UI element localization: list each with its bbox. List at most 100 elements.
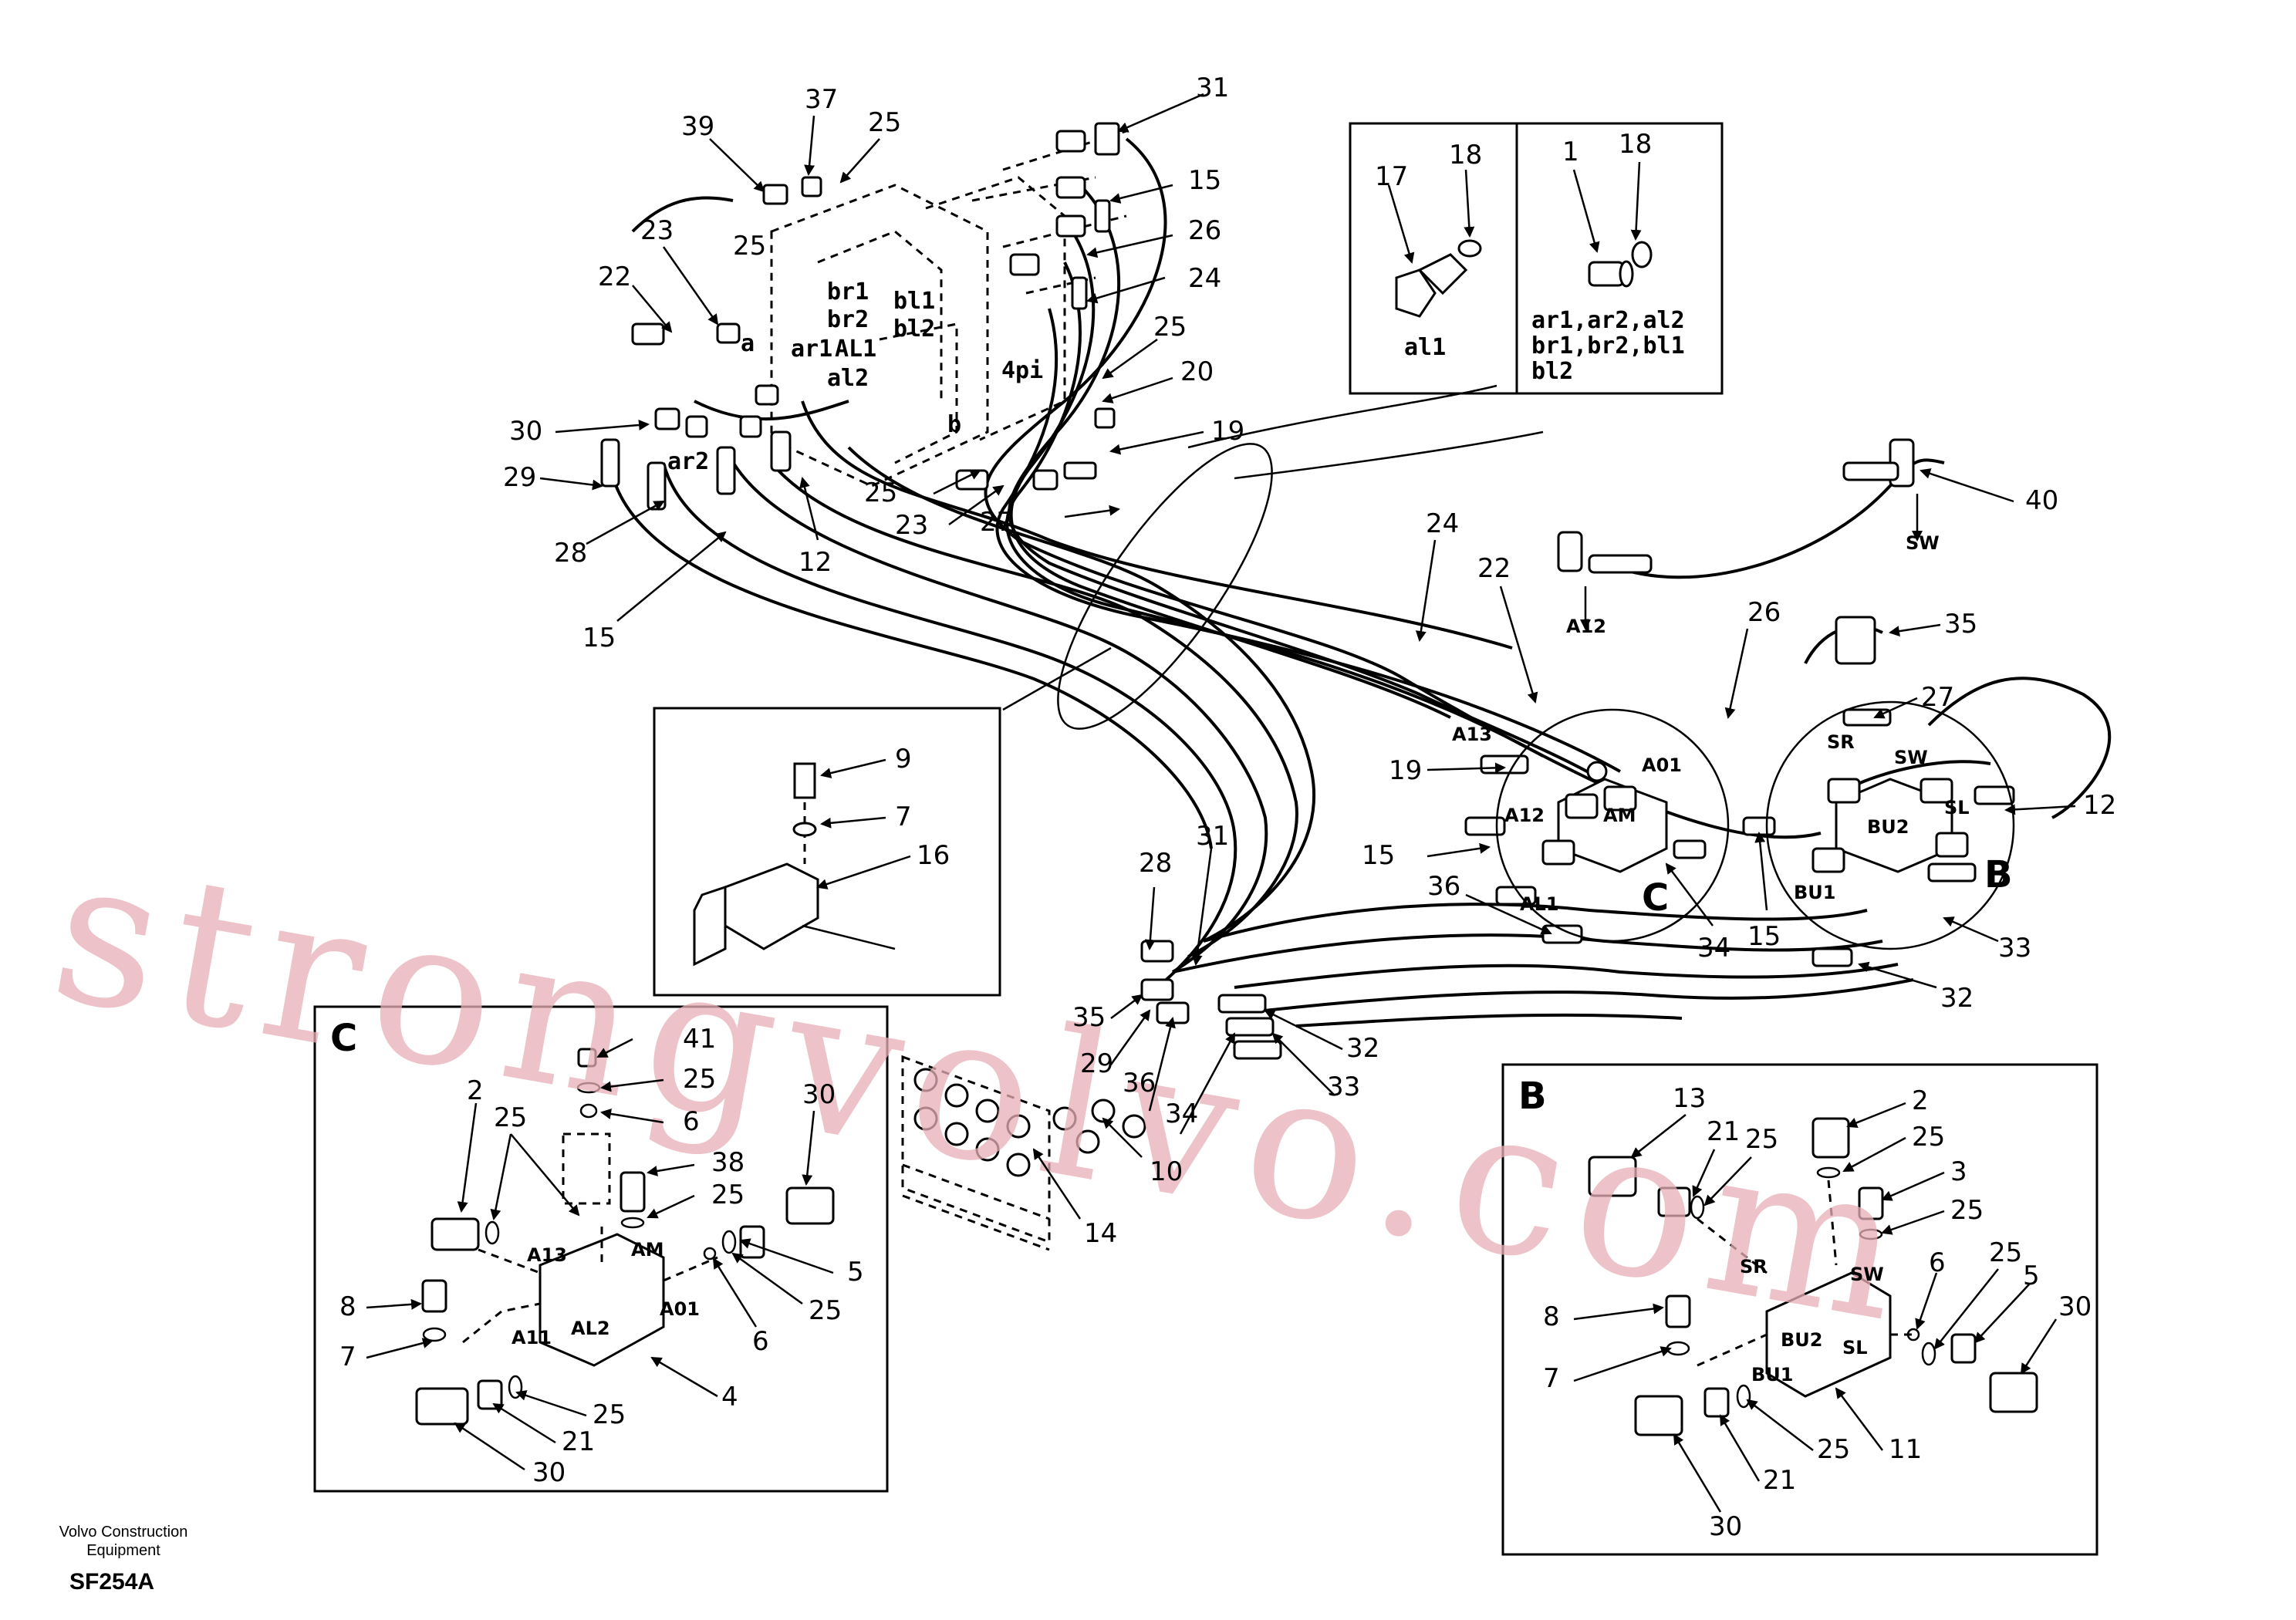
callout: 31 (1196, 821, 1229, 852)
callout: 7 (339, 1342, 356, 1372)
callout: 16 (917, 840, 950, 871)
callout: 19 (1211, 416, 1244, 447)
callout: 12 (799, 547, 832, 578)
detail-b-drawing (1588, 1117, 2038, 1436)
port-label: 4pi (1001, 357, 1043, 384)
port-label: A12 (1566, 616, 1606, 637)
port-label: A01 (1642, 754, 1682, 776)
port-label: SR (1827, 731, 1855, 753)
callout: 13 (1673, 1083, 1706, 1114)
callout: 17 (1375, 161, 1408, 192)
port-label: A12 (1504, 805, 1545, 826)
callout: 32 (1346, 1033, 1379, 1064)
callout: 6 (752, 1326, 769, 1357)
callout: 7 (895, 802, 912, 832)
callout: 25 (733, 231, 766, 262)
elbow-fitting-drawing (1395, 239, 1482, 318)
callout: 23 (895, 510, 928, 541)
port-label: br2 (827, 306, 869, 333)
inset-code-line1: ar1,ar2,al2 (1531, 307, 1685, 334)
callout: 15 (1362, 840, 1395, 871)
callout: 25 (868, 107, 901, 138)
callout: 1 (1562, 137, 1579, 167)
bundle-highlight (1057, 443, 1273, 730)
callout: 40 (2025, 485, 2058, 516)
callout: 25 (494, 1102, 527, 1133)
callout: 18 (1449, 140, 1482, 170)
callout: 2 (1912, 1085, 1929, 1116)
port-label: BU2 (1867, 816, 1909, 838)
callout: 28 (554, 538, 587, 569)
callout: 24 (1188, 263, 1221, 294)
callout: 30 (509, 416, 542, 447)
callout: 29 (503, 462, 536, 493)
straight-fitting-drawing (1588, 241, 1653, 288)
callout: 30 (1709, 1511, 1742, 1542)
callout: 25 (711, 1180, 745, 1210)
port-label: SW (1906, 532, 1940, 554)
callout: 34 (1165, 1099, 1198, 1129)
detail-b-box (1501, 1063, 2098, 1556)
callout: 15 (582, 623, 616, 653)
callout: 21 (562, 1426, 595, 1457)
detail-marker-c: C (1642, 876, 1669, 920)
callout: 25 (1950, 1195, 1984, 1226)
callout: 26 (1747, 597, 1781, 628)
port-label: b (947, 411, 961, 438)
port-label: AL2 (571, 1318, 610, 1339)
callout: 15 (1188, 165, 1221, 196)
manifold-b-main (1765, 700, 2015, 950)
callout: 27 (980, 507, 1013, 538)
callout: 25 (1817, 1434, 1850, 1465)
port-label: A01 (660, 1298, 700, 1320)
figure-id: SF254A (69, 1569, 154, 1595)
port-label: SL (1944, 797, 1970, 818)
callout: 35 (1944, 609, 1977, 640)
fitting-inset-box (1349, 122, 1724, 395)
detail-c-text: C 41 25 6 2 25 38 25 30 5 25 6 8 7 4 25 … (330, 1017, 864, 1488)
manifold-c-main (1495, 708, 1730, 943)
detail-b-leaders (1573, 1102, 2058, 1513)
callout: 39 (681, 111, 714, 142)
inset-code-line2: br1,br2,bl1 (1531, 332, 1685, 359)
port-label: SR (1740, 1256, 1768, 1277)
callout: 28 (1139, 848, 1172, 879)
port-label: SL (1842, 1337, 1868, 1358)
callout: 5 (2023, 1261, 2040, 1291)
callout: 15 (1747, 921, 1781, 952)
callout: 33 (1327, 1072, 1360, 1102)
callout: 7 (1543, 1363, 1560, 1394)
callout: 35 (1072, 1002, 1106, 1033)
callout: 26 (1188, 215, 1221, 246)
callout: 29 (1080, 1048, 1113, 1079)
callout: 18 (1619, 129, 1652, 160)
callout: 30 (802, 1079, 836, 1110)
callout: 22 (598, 262, 631, 292)
clamp-detail-drawing (693, 762, 896, 967)
port-label: AL1 (835, 336, 876, 363)
callout: 41 (683, 1024, 716, 1055)
callout: 37 (805, 84, 838, 115)
fitting-sets (901, 1055, 1146, 1251)
callout: 8 (339, 1291, 356, 1322)
port-label: a (741, 330, 755, 357)
port-label: SW (1894, 747, 1928, 768)
port-label: A13 (1452, 724, 1492, 745)
callout: 38 (711, 1147, 745, 1178)
callout: 21 (1707, 1116, 1740, 1147)
callout: 25 (1989, 1237, 2022, 1268)
inset-code-line3: bl2 (1531, 358, 1573, 385)
callout: 6 (1929, 1247, 1946, 1278)
callout: 21 (1763, 1465, 1796, 1496)
callout: 23 (640, 215, 674, 246)
port-label: A11 (512, 1327, 552, 1348)
detail-c-box (313, 1005, 889, 1493)
callout: 14 (1084, 1218, 1117, 1249)
port-label: br1 (827, 278, 869, 305)
callout: 8 (1543, 1301, 1560, 1332)
leader-arrows (539, 93, 2076, 1220)
callout: 25 (1912, 1122, 1945, 1153)
inset-label-al1: al1 (1404, 334, 1446, 361)
callout: 20 (1180, 356, 1214, 387)
